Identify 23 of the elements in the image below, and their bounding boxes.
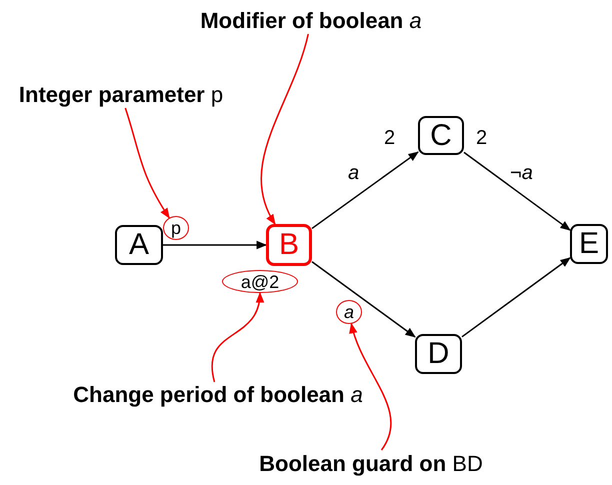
annotation-ellipse: a@2 [222,270,298,293]
leader-arrow [260,34,309,225]
state-box: A [115,225,163,265]
annotation-text: Integer parameter p [6,82,236,108]
weight-label: 2 [384,128,396,148]
state-box: C [418,116,464,155]
leader-arrow [350,322,392,450]
arrow [312,261,416,338]
annotation-ellipse: a [336,300,362,324]
state-box: E [570,224,608,264]
arrow [312,151,419,230]
annotation-text: Boolean guard on BD [216,450,526,478]
annotation-text: Change period of boolean a [28,382,408,408]
arrow [163,240,268,250]
leader-arrow [211,292,264,382]
leader-arrow [124,108,170,219]
state-box: D [415,334,462,374]
arrow [462,257,571,338]
arrow [464,152,571,231]
weight-label: 2 [476,128,488,148]
annotation-text: Modifier of boolean a [180,8,442,34]
annotation-ellipse: p [163,216,189,240]
highlighted-state-box: B [266,224,312,266]
